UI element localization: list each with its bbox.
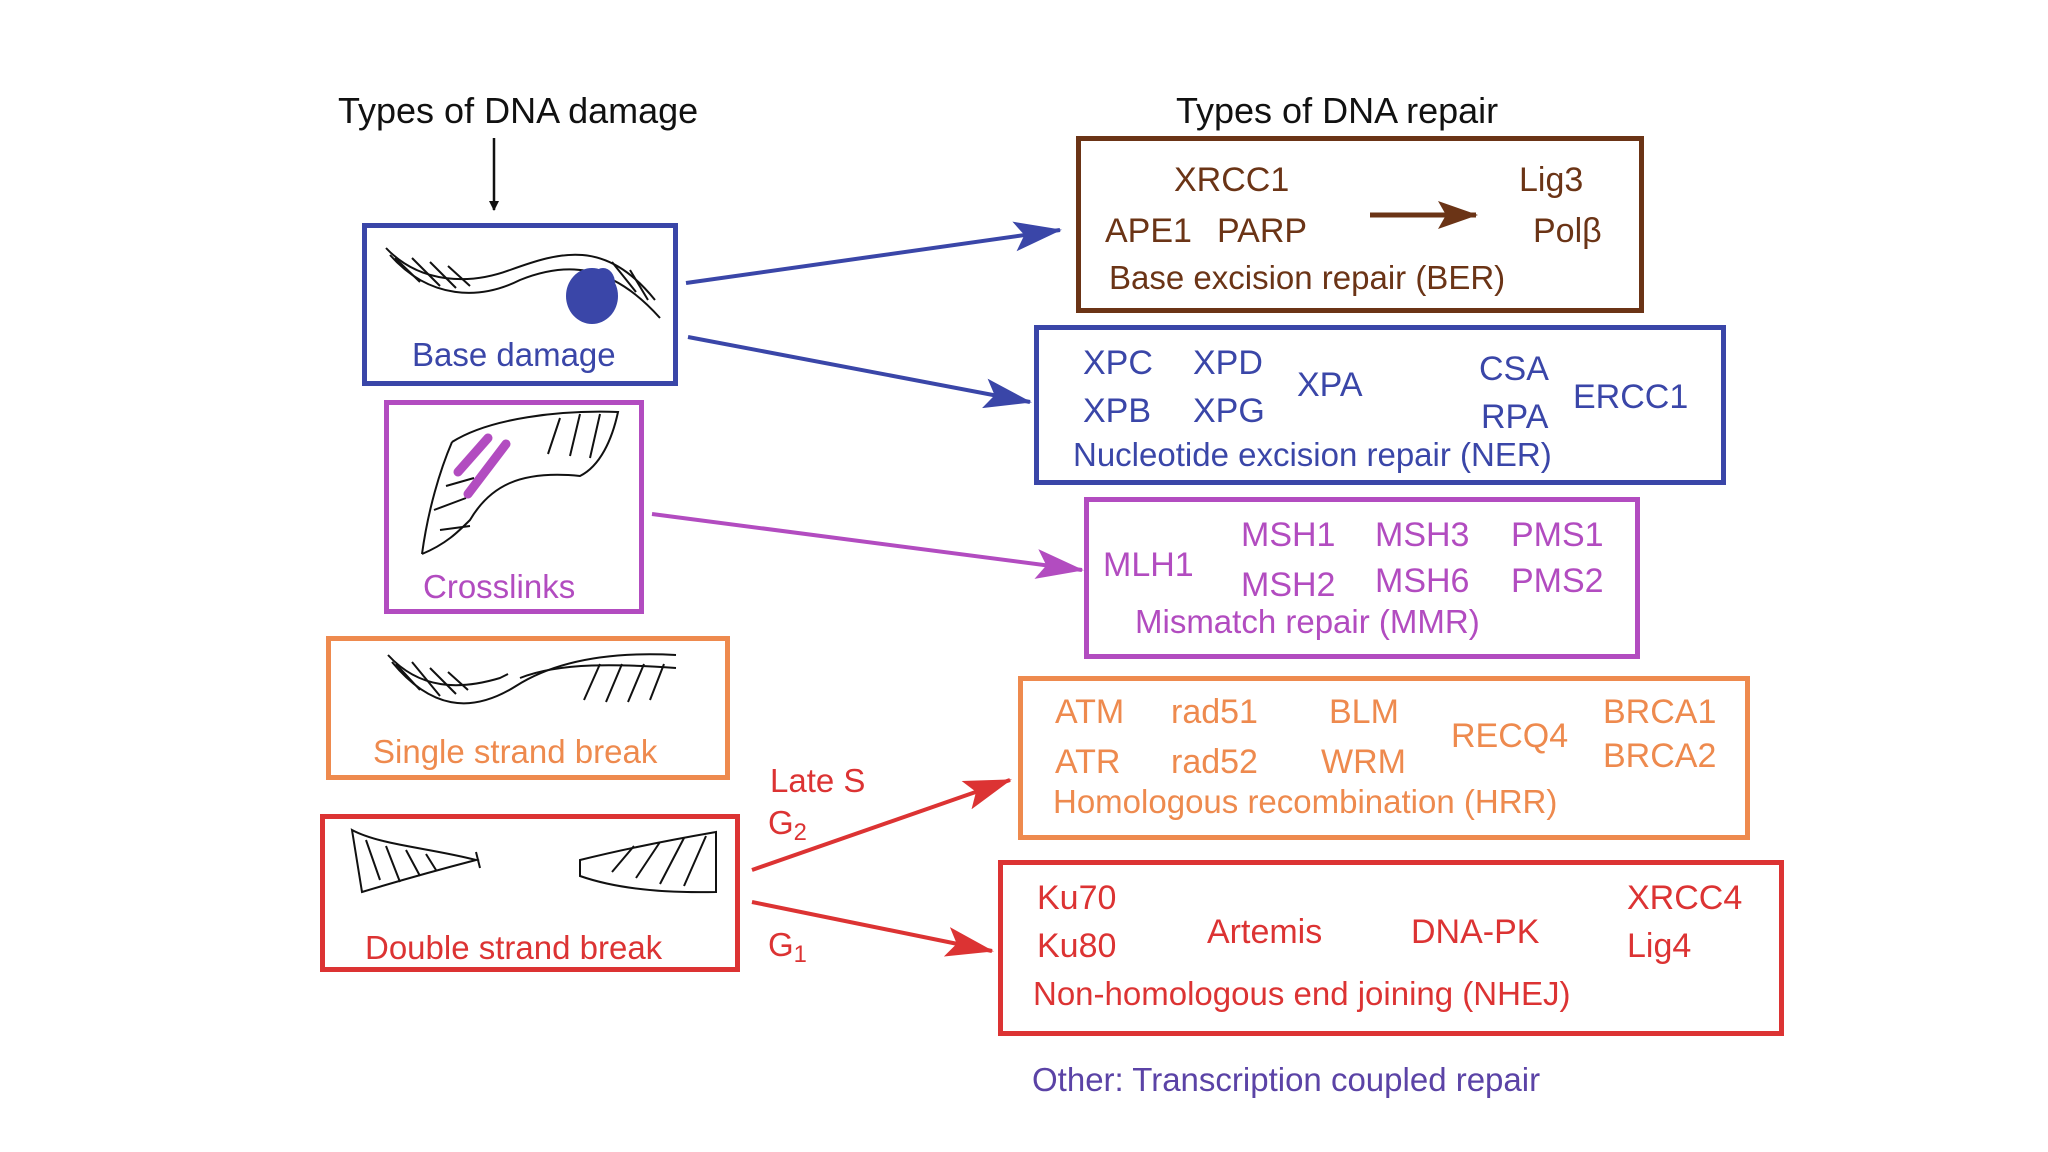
mmr-protein-msh2: MSH2 xyxy=(1241,566,1336,604)
nhej-protein-dnapk: DNA-PK xyxy=(1411,913,1540,951)
ner-protein-rpa: RPA xyxy=(1481,398,1549,436)
arrow-dsb-to-hrr xyxy=(751,778,1012,872)
base-damage-dna-glyph xyxy=(385,247,661,324)
hrr-protein-atr: ATR xyxy=(1055,743,1121,781)
phase-g1-main: G xyxy=(768,926,794,963)
phase-g1-subscript: 1 xyxy=(793,940,807,968)
ber-protein-ape1: APE1 xyxy=(1105,212,1192,250)
phase-g1: G1 xyxy=(768,928,807,967)
mmr-protein-mlh1: MLH1 xyxy=(1103,546,1194,584)
nhej-protein-xrcc4: XRCC4 xyxy=(1627,879,1743,917)
single-strand-break-label: Single strand break xyxy=(373,733,658,770)
nhej-title: Non-homologous end joining (NHEJ) xyxy=(1033,975,1571,1012)
ner-protein-xpb: XPB xyxy=(1083,392,1152,430)
ber-protein-xrcc1: XRCC1 xyxy=(1174,161,1290,199)
hrr-box: ATM rad51 BLM RECQ4 BRCA1 ATR rad52 WRM … xyxy=(1018,676,1750,840)
hrr-protein-wrm: WRM xyxy=(1321,743,1406,781)
ner-box: XPC XPD XPA CSA ERCC1 XPB XPG RPA Nucleo… xyxy=(1034,325,1726,485)
mmr-box: MSH1 MSH3 PMS1 MLH1 MSH2 MSH6 PMS2 Misma… xyxy=(1084,497,1640,659)
double-strand-break-label: Double strand break xyxy=(365,929,663,966)
ber-box: XRCC1 Lig3 APE1 PARP Polβ Base excision … xyxy=(1076,136,1644,313)
nhej-protein-ku80: Ku80 xyxy=(1037,927,1117,965)
double-strand-break-box: Double strand break xyxy=(320,814,740,972)
crosslinks-dna-glyph xyxy=(421,410,620,555)
crosslinks-label: Crosslinks xyxy=(423,568,576,605)
ber-protein-polb: Polβ xyxy=(1533,212,1602,250)
ner-protein-xpc: XPC xyxy=(1083,344,1153,382)
ber-title: Base excision repair (BER) xyxy=(1109,259,1506,296)
hrr-protein-rad52: rad52 xyxy=(1171,743,1258,781)
repair-types-header: Types of DNA repair xyxy=(1176,90,1499,131)
arrow-base-to-ber xyxy=(685,221,1062,285)
crosslinks-box: Crosslinks xyxy=(384,400,644,614)
hrr-protein-brca2: BRCA2 xyxy=(1603,737,1717,775)
hrr-protein-rad51: rad51 xyxy=(1171,693,1258,731)
phase-late-s: Late S xyxy=(770,762,866,799)
arrow-base-to-ner xyxy=(687,335,1032,409)
double-strand-break-dna-glyph xyxy=(350,828,717,894)
phase-g2-main: G xyxy=(768,804,794,841)
mmr-title: Mismatch repair (MMR) xyxy=(1135,603,1480,640)
ner-protein-ercc1: ERCC1 xyxy=(1573,378,1689,416)
mmr-protein-pms1: PMS1 xyxy=(1511,516,1604,554)
damage-types-header: Types of DNA damage xyxy=(338,90,699,131)
phase-g2-subscript: 2 xyxy=(793,818,807,846)
mmr-protein-msh6: MSH6 xyxy=(1375,562,1470,600)
hrr-protein-brca1: BRCA1 xyxy=(1603,693,1717,731)
arrow-crosslinks-to-mmr xyxy=(651,512,1084,579)
single-strand-break-box: Single strand break xyxy=(326,636,730,780)
mmr-protein-msh3: MSH3 xyxy=(1375,516,1470,554)
base-damage-label: Base damage xyxy=(412,336,616,373)
hrr-protein-atm: ATM xyxy=(1055,693,1125,731)
ner-title: Nucleotide excision repair (NER) xyxy=(1073,436,1552,473)
mmr-protein-msh1: MSH1 xyxy=(1241,516,1336,554)
phase-g2: G2 xyxy=(768,806,807,845)
arrow-dsb-to-nhej xyxy=(751,900,994,957)
ner-protein-xpd: XPD xyxy=(1193,344,1263,382)
ner-protein-xpa: XPA xyxy=(1297,366,1363,404)
nhej-box: Ku70 XRCC4 Artemis DNA-PK Ku80 Lig4 Non-… xyxy=(998,860,1784,1036)
nhej-protein-lig4: Lig4 xyxy=(1627,927,1692,965)
ner-protein-csa: CSA xyxy=(1479,350,1549,388)
ner-protein-xpg: XPG xyxy=(1193,392,1265,430)
other-repair-note: Other: Transcription coupled repair xyxy=(1032,1061,1541,1098)
base-damage-box: Base damage xyxy=(362,223,678,386)
hrr-title: Homologous recombination (HRR) xyxy=(1053,783,1558,820)
hrr-protein-blm: BLM xyxy=(1329,693,1399,731)
nhej-protein-artemis: Artemis xyxy=(1207,913,1323,951)
mmr-protein-pms2: PMS2 xyxy=(1511,562,1604,600)
nhej-protein-ku70: Ku70 xyxy=(1037,879,1117,917)
ber-protein-parp: PARP xyxy=(1217,212,1308,250)
ber-protein-lig3: Lig3 xyxy=(1519,161,1584,199)
single-strand-break-dna-glyph xyxy=(387,653,677,705)
hrr-protein-recq4: RECQ4 xyxy=(1451,717,1569,755)
